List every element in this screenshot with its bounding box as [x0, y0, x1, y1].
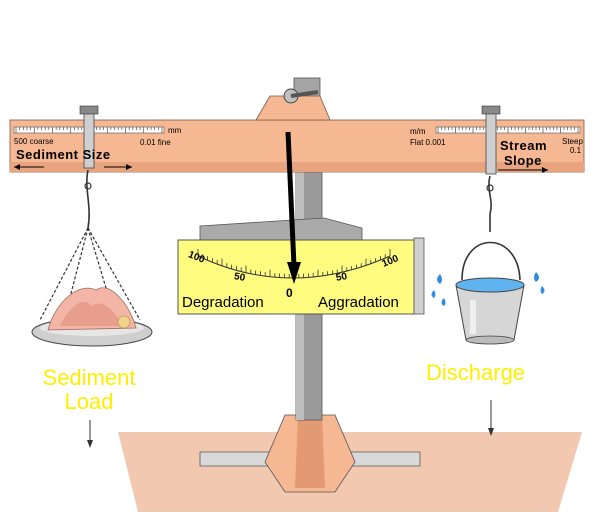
sediment-load-line2: Load — [64, 389, 114, 414]
gauge-right-mid: 50 — [335, 271, 348, 284]
discharge-bucket — [455, 175, 525, 345]
stream-slope-ruler — [435, 126, 581, 173]
degradation-label: Degradation — [182, 294, 264, 311]
mm-unit-label: mm — [168, 126, 182, 135]
discharge-arrow — [488, 400, 494, 436]
water-splash-icon — [431, 272, 545, 306]
discharge-label: Discharge — [426, 360, 526, 385]
stream-title: Stream — [500, 138, 548, 153]
stand-base-shade — [295, 415, 325, 488]
gauge-center: 0 — [286, 286, 293, 300]
load-arrow — [87, 420, 93, 448]
sediment-load-line1: Sediment — [42, 365, 136, 390]
beam-pivot-hump — [255, 95, 331, 121]
mm-slope-unit-label: m/m — [410, 127, 426, 136]
gauge-left-mid: 50 — [233, 271, 246, 284]
ground-area — [118, 432, 582, 512]
gauge-shelf — [199, 217, 363, 241]
slope-title: Slope — [504, 153, 542, 168]
aggradation-label: Aggradation — [318, 294, 399, 311]
sediment-size-slider[interactable] — [79, 105, 99, 169]
coarse-label: 500 coarse — [14, 137, 54, 146]
gauge-needle — [285, 131, 301, 284]
steep-value: 0.1 — [570, 146, 582, 155]
flat-label: Flat 0.001 — [410, 138, 446, 147]
sediment-load-label: Sediment Load — [24, 366, 154, 414]
sediment-pile-icon — [47, 287, 137, 331]
fine-label: 0.01 fine — [140, 138, 171, 147]
steep-label: Steep — [562, 137, 583, 146]
stream-slope-slider[interactable] — [481, 105, 501, 175]
sediment-size-title: Sediment Size — [16, 147, 111, 162]
